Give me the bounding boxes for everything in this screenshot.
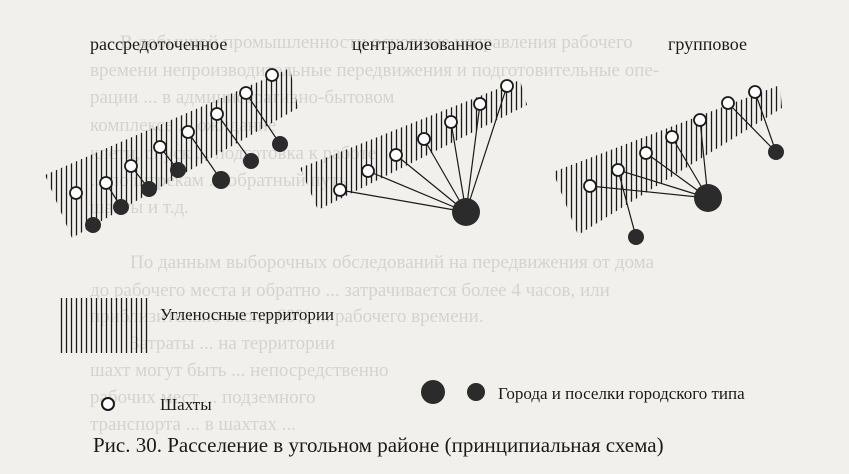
panel-title-centralized: централизованное [352, 34, 492, 54]
mine-town-link [617, 169, 709, 199]
mine-marker [389, 148, 403, 162]
legend-towns-label: Города и поселки городского типа [498, 384, 745, 403]
mine-marker [611, 163, 625, 177]
mine-town-link [465, 103, 481, 213]
bleed-text-line: транспорта ... в шахтах ... [90, 414, 296, 435]
mine-town-link [465, 85, 508, 213]
coal-band-centralized [300, 80, 527, 210]
mine-town-link [727, 102, 777, 153]
mines-layer [69, 68, 762, 200]
town-marker [452, 198, 480, 226]
town-marker [272, 136, 288, 152]
town-marker [694, 184, 722, 212]
mine-marker [665, 130, 679, 144]
mine-marker [500, 79, 514, 93]
mine-town-link [187, 131, 222, 181]
mine-marker [417, 132, 431, 146]
legend-hatch-swatch [58, 298, 150, 353]
panel-title-dispersed: рассредоточенное [90, 34, 227, 54]
town-marker [628, 229, 644, 245]
mine-marker [181, 125, 195, 139]
mine-marker [721, 96, 735, 110]
mine-marker [239, 86, 253, 100]
bleed-text-line: рабочих мест ... подземного [90, 387, 315, 408]
mine-marker [361, 164, 375, 178]
mine-town-link [245, 92, 281, 145]
mine-town-link [450, 121, 467, 213]
bleed-text-line: Затраты ... на территории [130, 333, 335, 354]
mine-marker [69, 186, 83, 200]
mine-marker [473, 97, 487, 111]
mine-town-link [589, 185, 709, 199]
town-marker [243, 153, 259, 169]
mine-marker [748, 85, 762, 99]
coal-band-group [553, 85, 782, 235]
town-marker [212, 171, 230, 189]
mine-town-link [216, 113, 252, 162]
mine-marker [583, 179, 597, 193]
mine-town-link [367, 170, 467, 213]
legend-mine-icon [101, 397, 115, 411]
mine-town-link [423, 138, 467, 213]
mine-town-link [395, 154, 467, 213]
bleed-text-line: времени непроизводительные передвижения … [90, 60, 659, 81]
coal-band-dispersed [45, 68, 298, 238]
town-marker [113, 199, 129, 215]
bleed-text-line: шахт могут быть ... непосредственно [90, 360, 389, 381]
bleed-text-line: По данным выборочных обследований на пер… [130, 252, 655, 273]
figure-caption: Рис. 30. Расселение в угольном районе (п… [93, 433, 664, 457]
town-marker [85, 217, 101, 233]
bleed-through-text: В добычной промышленности основные напра… [90, 32, 659, 435]
town-marker [141, 181, 157, 197]
bleed-text-line: В добычной промышленности основные напра… [120, 32, 633, 53]
legend-town-large-icon [421, 380, 445, 404]
town-marker [768, 144, 784, 160]
mine-marker [99, 176, 113, 190]
mine-marker [693, 113, 707, 127]
towns-layer [85, 136, 784, 245]
mine-marker [153, 140, 167, 154]
mine-marker [333, 183, 347, 197]
town-marker [170, 162, 186, 178]
bleed-text-line: до рабочего места и обратно ... затрачив… [90, 280, 610, 301]
mine-marker [444, 115, 458, 129]
mine-town-link [754, 91, 777, 153]
mine-marker [124, 159, 138, 173]
legend-town-small-icon [467, 383, 485, 401]
mine-marker [265, 68, 279, 82]
mine-town-link [617, 169, 637, 238]
bleed-text-line: приблизительно около 60% ... рабочего вр… [90, 306, 484, 327]
panel-title-group: групповое [668, 34, 747, 54]
legend-mines-label: Шахты [160, 395, 212, 414]
legend-coal-territories-label: Угленосные территории [160, 305, 334, 324]
mine-marker [210, 107, 224, 121]
mine-marker [639, 146, 653, 160]
mine-town-link [339, 189, 467, 213]
